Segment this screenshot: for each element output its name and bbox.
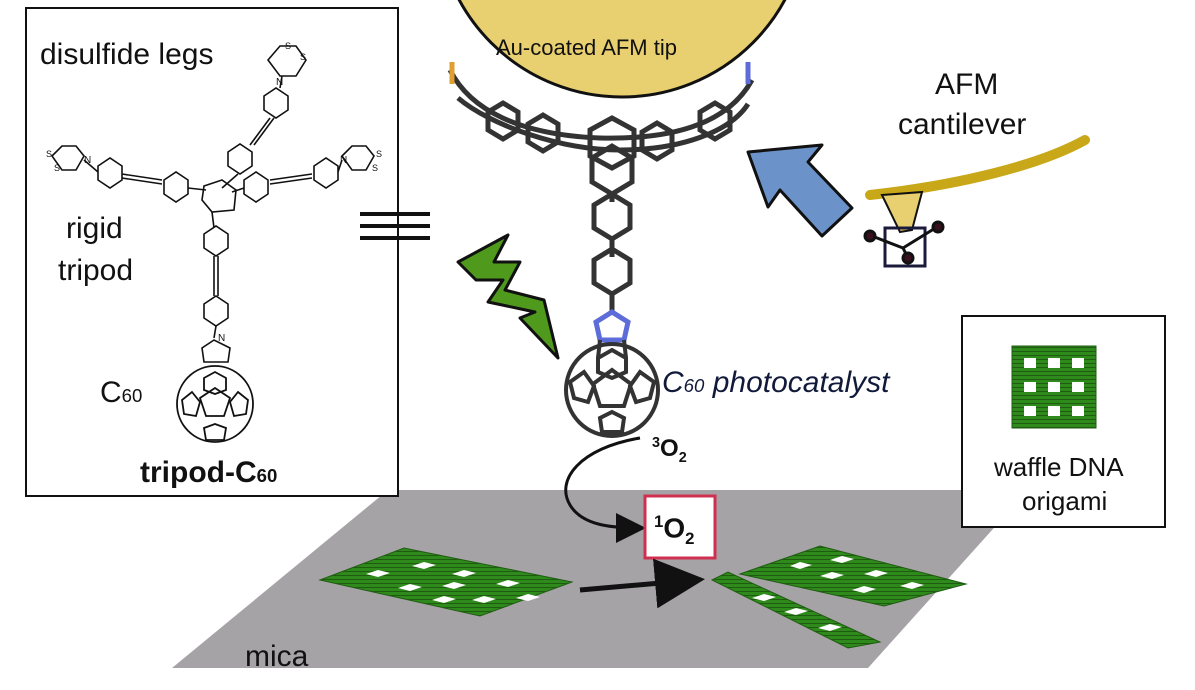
atom-n-top: N	[276, 77, 284, 88]
blue-arrow-icon	[746, 143, 854, 238]
atom-n-right: N	[340, 155, 348, 166]
structure-panel	[25, 7, 399, 497]
triplet-oxygen-label: 3O2	[652, 436, 687, 465]
lightning-bolt-icon	[456, 233, 560, 360]
tripod-label: tripod	[58, 254, 134, 287]
tripod-stem	[587, 115, 637, 343]
tripod-c60-label: tripod-C60	[140, 458, 277, 488]
photocatalyst-label: C60 photocatalyst	[662, 368, 889, 398]
tripod-structure-drawing	[50, 45, 375, 363]
singlet-oxygen-label: 1O2	[654, 512, 695, 548]
atom-n-stem: N	[218, 333, 226, 344]
atom-n-left: N	[84, 155, 92, 166]
probe-zoom-box	[883, 226, 927, 268]
photocatalyst-sub: 60	[683, 375, 705, 396]
singlet-oxygen-box	[643, 494, 717, 560]
triplet-oxygen-sub: 2	[678, 449, 687, 466]
atom-s-top-b: S	[300, 52, 307, 62]
afm-label: AFM	[935, 68, 999, 101]
probe-molecule	[863, 220, 945, 265]
atom-s-right-a: S	[376, 149, 383, 159]
waffle-origami-icon	[1011, 345, 1097, 429]
photocatalyst-suffix: photocatalyst	[704, 366, 890, 399]
oxygen-conversion-arrow	[564, 436, 646, 543]
waffle-origami-intact	[318, 547, 574, 617]
rigid-label: rigid	[66, 212, 123, 245]
atom-s-left-b: S	[54, 163, 61, 173]
photocatalyst-prefix: C	[662, 366, 684, 399]
c60-label-prefix: C	[100, 376, 122, 409]
c60-label: C60	[100, 378, 142, 408]
mica-label: mica	[245, 640, 309, 673]
singlet-oxygen-sub: 2	[685, 528, 695, 548]
triplet-oxygen-o: O	[660, 435, 679, 462]
c60-label-sub: 60	[121, 385, 143, 406]
triplet-oxygen-sup: 3	[652, 435, 661, 451]
waffle-label-line1: waffle DNA	[994, 452, 1124, 482]
cantilever-label: cantilever	[898, 108, 1027, 141]
equivalence-sign	[360, 212, 430, 240]
black-arrow-icon	[579, 558, 705, 609]
c60-cage-large	[564, 339, 660, 438]
waffle-origami-cut	[710, 545, 968, 649]
afm-probe-tip	[880, 190, 924, 234]
disulfide-legs-label: disulfide legs	[40, 38, 214, 71]
atom-s-right-b: S	[372, 163, 379, 173]
c60-cage-small	[176, 365, 254, 443]
atom-s-left-a: S	[46, 149, 53, 159]
au-tip-label: Au-coated AFM tip	[496, 35, 677, 60]
tripod-c60-sub: 60	[256, 465, 278, 486]
waffle-label-line2: origami	[1022, 486, 1108, 516]
singlet-oxygen-sup: 1	[654, 512, 664, 531]
tripod-c60-prefix: tripod-C	[140, 456, 257, 489]
atom-s-top-a: S	[285, 41, 292, 51]
singlet-oxygen-o: O	[663, 512, 686, 544]
au-tip-sphere	[457, 0, 787, 99]
afm-cantilever	[865, 135, 1090, 200]
